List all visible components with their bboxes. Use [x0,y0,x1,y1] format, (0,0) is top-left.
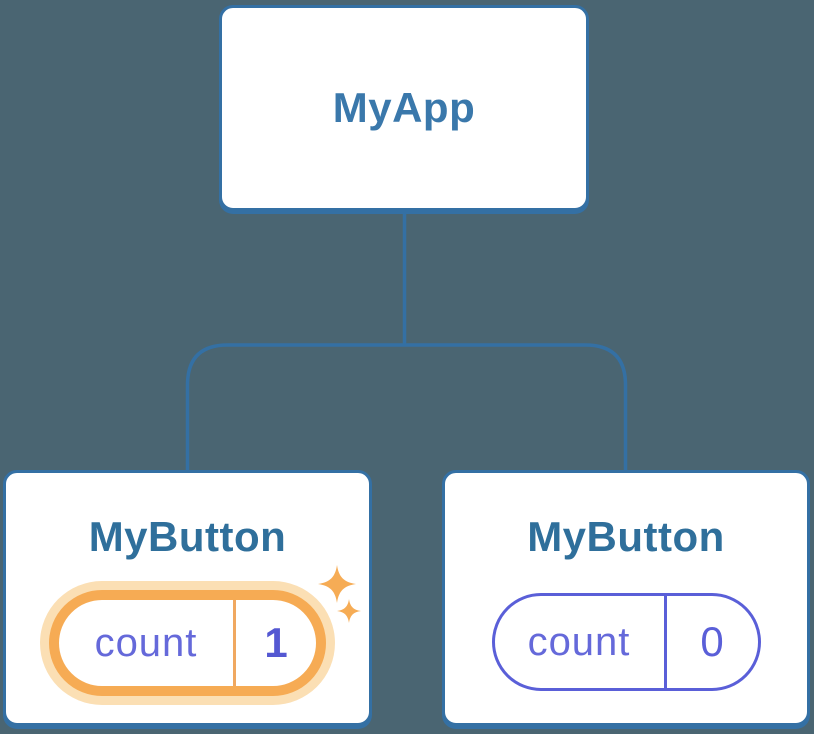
state-pill-plain: count 0 [491,593,761,691]
sparkle-small-icon [337,599,361,623]
state-key-label: count [527,619,631,664]
node-card-mybutton-right: MyButton count 0 [442,470,810,726]
connector-branch [185,343,628,471]
sparkle-large-icon [318,565,356,603]
pill-divider [233,600,236,686]
state-value: 0 [700,618,724,665]
node-card-myapp: MyApp [219,5,589,211]
pill-divider [663,596,667,688]
state-pill-highlighted: count 1 [49,590,326,696]
node-label-myapp: MyApp [332,84,476,131]
node-label-mybutton-right: MyButton [527,513,725,560]
state-key-label: count [94,620,198,665]
node-label-mybutton-left: MyButton [88,513,287,560]
state-value: 1 [264,619,288,666]
node-card-mybutton-left: MyButton count 1 [3,470,372,726]
